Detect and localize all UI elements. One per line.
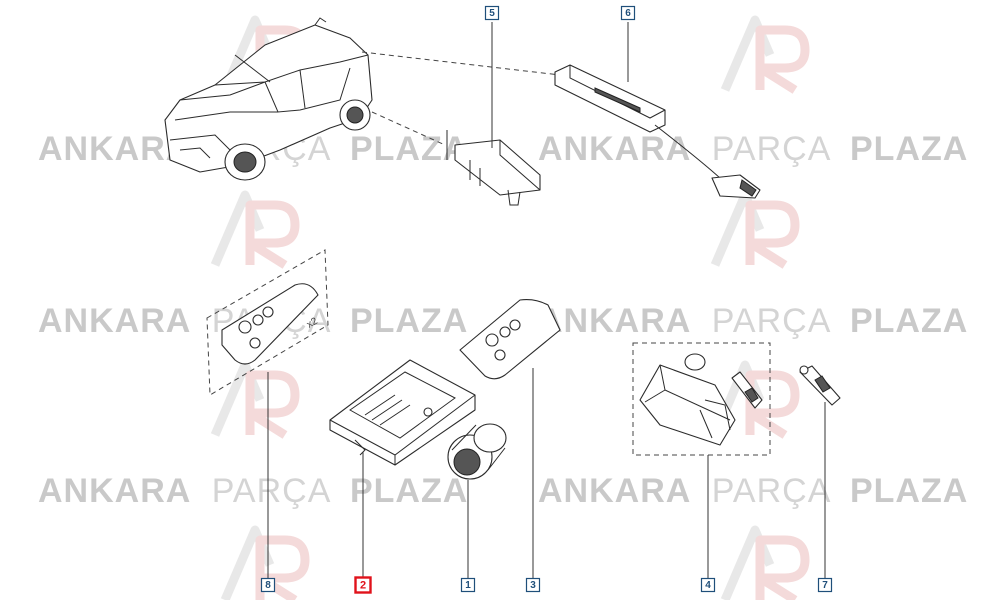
callout-box[interactable] (354, 576, 372, 594)
callout-number: 7 (822, 580, 828, 591)
callout-box[interactable] (460, 577, 476, 593)
callout-number: 1 (465, 580, 471, 591)
callout-number: 6 (625, 8, 631, 19)
watermark-logo (220, 525, 310, 600)
watermark-logo (720, 15, 810, 94)
watermark-row: ANKARA PARÇA PLAZA (538, 472, 968, 510)
callout-box[interactable] (525, 577, 541, 593)
callout-labels: 8 2 1 3 4 7 5 6 (260, 5, 833, 594)
callout-8[interactable]: 8 (260, 577, 276, 593)
vehicle-illustration (164, 17, 373, 181)
callout-number: 2 (360, 580, 366, 592)
watermark-logo (210, 360, 300, 439)
part-5-bracket (446, 130, 541, 206)
callout-2[interactable]: 2 (354, 576, 372, 594)
watermark-logo (710, 190, 800, 269)
callout-leaders (267, 22, 826, 578)
part-6-antenna (554, 64, 761, 199)
part-2-control-unit (329, 359, 476, 466)
watermark-row: ANKARA PARÇA PLAZA (538, 302, 968, 340)
callout-number: 3 (530, 580, 536, 591)
callout-number: 5 (489, 8, 495, 19)
callout-1[interactable]: 1 (460, 577, 476, 593)
part-8-key-card-set: x2 (206, 249, 329, 396)
part-3-key-card (459, 299, 561, 380)
callout-box[interactable] (484, 5, 500, 21)
part-1-start-button (447, 423, 507, 480)
part-4-lock-module (632, 342, 771, 456)
callout-number: 4 (705, 580, 711, 591)
callout-5[interactable]: 5 (484, 5, 500, 21)
watermark-row: ANKARA PARÇA PLAZA (38, 472, 468, 510)
callout-7[interactable]: 7 (817, 577, 833, 593)
callout-box[interactable] (817, 577, 833, 593)
dashed-leader (371, 111, 446, 146)
part-7-key-blade (799, 365, 841, 406)
watermark-row: ANKARA PARÇA PLAZA (538, 130, 968, 168)
callout-box[interactable] (700, 577, 716, 593)
callout-3[interactable]: 3 (525, 577, 541, 593)
dashed-leader (361, 51, 561, 76)
callout-box[interactable] (620, 5, 636, 21)
callout-box[interactable] (260, 577, 276, 593)
callout-6[interactable]: 6 (620, 5, 636, 21)
callout-number: 8 (265, 580, 271, 591)
watermark-logo (720, 525, 810, 600)
watermark-logo (210, 190, 300, 269)
callout-4[interactable]: 4 (700, 577, 716, 593)
